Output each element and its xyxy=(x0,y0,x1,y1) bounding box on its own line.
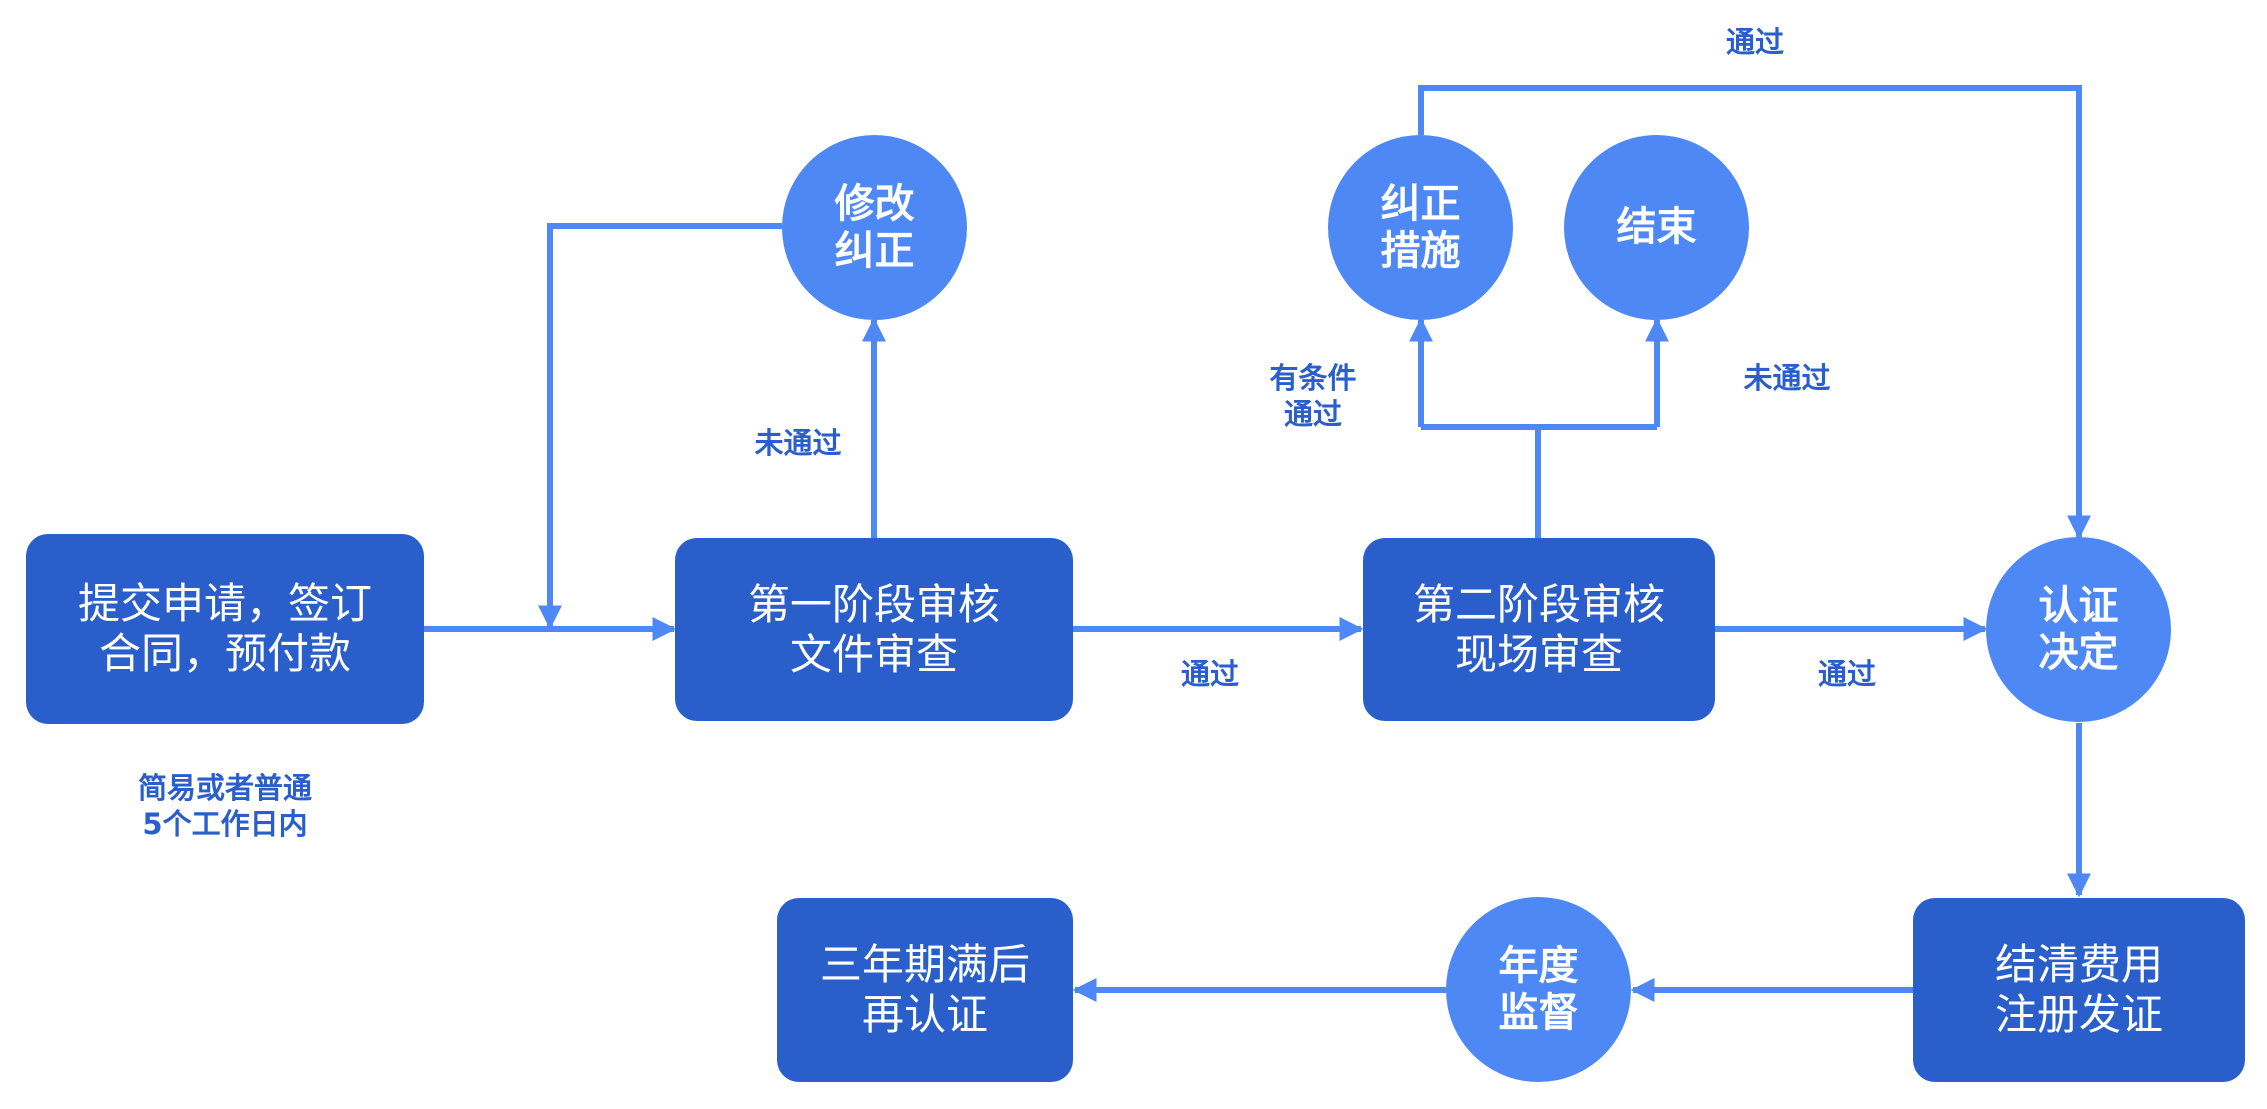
node-settle-line1: 结清费用 xyxy=(1994,940,2163,989)
node-recert-line1: 三年期满后 xyxy=(819,940,1030,989)
node-stage1-review: 第一阶段审核文件审查 xyxy=(675,538,1073,721)
node-recertification: 三年期满后再认证 xyxy=(777,898,1073,1082)
node-submit-line2: 合同，预付款 xyxy=(98,629,351,678)
node-recert-line2: 再认证 xyxy=(861,990,988,1039)
arrow-corrective-to-decision xyxy=(1418,85,2091,540)
node-annual-line2: 监督 xyxy=(1498,989,1579,1036)
label-conditional-line2: 通过 xyxy=(1283,397,1342,431)
node-end-line1: 结束 xyxy=(1616,204,1697,250)
node-stage1-line2: 文件审查 xyxy=(789,629,958,679)
node-decision-line1: 认证 xyxy=(2038,582,2119,629)
label-stage1-fail: 未通过 xyxy=(754,426,842,460)
node-decision-line2: 决定 xyxy=(2038,629,2119,676)
label-note-line1: 简易或者普通 xyxy=(137,771,312,805)
node-stage1-line1: 第一阶段审核 xyxy=(747,579,1000,629)
node-stage2-line1: 第二阶段审核 xyxy=(1412,579,1665,629)
arrow-revise-back xyxy=(538,223,782,630)
node-corrective-line1: 纠正 xyxy=(1380,180,1461,227)
node-stage2-line2: 现场审查 xyxy=(1454,629,1623,679)
node-revise-line1: 修改 xyxy=(834,180,915,227)
node-annual-line1: 年度 xyxy=(1498,942,1579,989)
label-conditional-pass: 有条件 通过 xyxy=(1253,360,1373,432)
node-settle-line2: 注册发证 xyxy=(1994,990,2163,1039)
node-submit-line1: 提交申请，签订 xyxy=(77,579,372,628)
label-stage1-pass: 通过 xyxy=(1180,657,1239,691)
node-revise-line2: 纠正 xyxy=(834,227,915,274)
label-corrective-pass: 通过 xyxy=(1725,25,1784,59)
node-stage2-review: 第二阶段审核现场审查 xyxy=(1363,538,1715,721)
node-certification-decision: 认证决定 xyxy=(1986,537,2171,722)
label-note-line2: 5个工作日内 xyxy=(142,807,308,841)
node-corrective-line2: 措施 xyxy=(1380,227,1461,274)
node-end: 结束 xyxy=(1564,135,1749,320)
label-stage2-pass: 通过 xyxy=(1817,657,1876,691)
node-annual-supervision: 年度监督 xyxy=(1446,897,1631,1082)
label-conditional-line1: 有条件 xyxy=(1269,361,1357,395)
node-submit-application: 提交申请，签订合同，预付款 xyxy=(26,534,424,724)
label-timing-note: 简易或者普通 5个工作日内 xyxy=(110,770,340,842)
node-corrective-action: 纠正措施 xyxy=(1328,135,1513,320)
node-revise-correct: 修改纠正 xyxy=(782,135,967,320)
label-stage2-fail: 未通过 xyxy=(1743,361,1831,395)
node-settle-fees: 结清费用注册发证 xyxy=(1913,898,2245,1082)
